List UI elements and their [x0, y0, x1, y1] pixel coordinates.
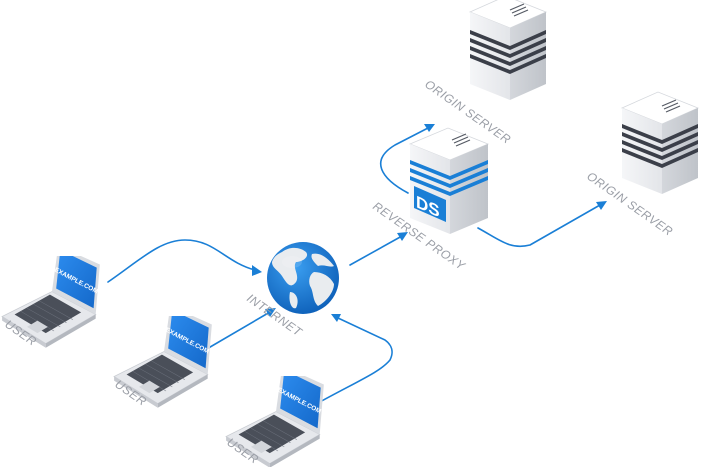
connection-proxy-origin1 — [379, 127, 429, 194]
origin-server-1 — [468, 0, 548, 100]
connections — [107, 124, 607, 404]
arrow-head — [397, 232, 408, 241]
connection-user1-internet — [107, 239, 256, 283]
globe-icon — [267, 242, 339, 314]
internet-globe — [267, 242, 339, 314]
arrow-head — [331, 314, 341, 322]
connection-user3-internet — [317, 317, 393, 404]
user-laptop-2: EXAMPLE.COM — [113, 316, 213, 409]
origin-server-2 — [620, 91, 700, 194]
server-icon — [468, 0, 548, 100]
user-laptop-1: EXAMPLE.COM — [1, 256, 101, 349]
connection-proxy-origin2 — [477, 204, 601, 247]
server-icon — [620, 91, 700, 194]
arrow-head — [252, 265, 262, 276]
reverse-proxy-server: DS — [408, 127, 490, 234]
connection-internet-proxy — [349, 235, 403, 266]
user-laptop-3: EXAMPLE.COM — [225, 376, 325, 467]
arrow-head — [424, 124, 435, 132]
proxy-server-icon — [408, 127, 490, 234]
connection-user2-internet — [204, 311, 271, 351]
arrow-head — [596, 201, 607, 210]
arrow-head — [265, 308, 276, 317]
